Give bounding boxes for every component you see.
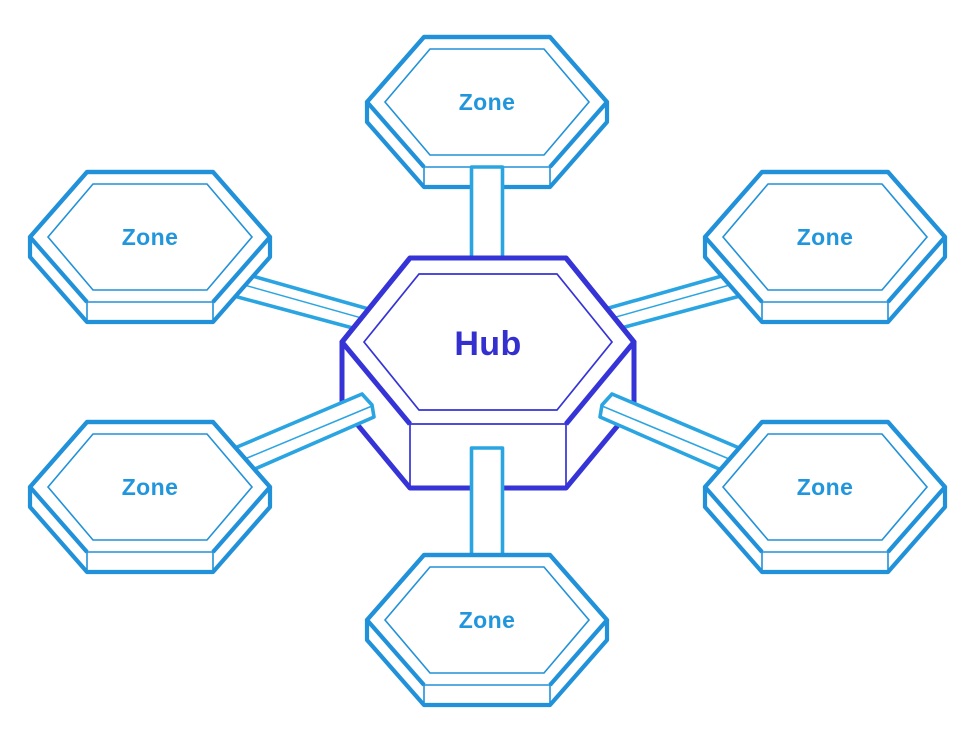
spoke-to-top-zone (469, 165, 505, 261)
spoke-slab-edge-line (601, 405, 735, 462)
spoke-to-bottom-zone (469, 446, 505, 560)
hub-top-face-edges (339, 255, 637, 426)
labels: Zone Zone Zone Zone Zone Zone Hub (122, 89, 854, 633)
spoke-slab-edge-line (239, 405, 373, 462)
zone-label-bottom-right: Zone (797, 474, 854, 500)
spoke-to-bottom-left-zone (228, 392, 376, 474)
zone-label-top-right: Zone (797, 224, 854, 250)
spoke-slab (228, 392, 376, 474)
hub-skirt-lines (409, 423, 567, 488)
hub-inner-hexagon (362, 273, 614, 411)
zone-label-top: Zone (459, 89, 516, 115)
hub-node (339, 255, 637, 491)
zone-label-top-left: Zone (122, 224, 179, 250)
zone-label-bottom: Zone (459, 607, 516, 633)
zone-label-bottom-left: Zone (122, 474, 179, 500)
spoke-slab (598, 392, 746, 474)
hub-label: Hub (454, 325, 521, 363)
spoke-to-bottom-right-zone (598, 392, 746, 474)
